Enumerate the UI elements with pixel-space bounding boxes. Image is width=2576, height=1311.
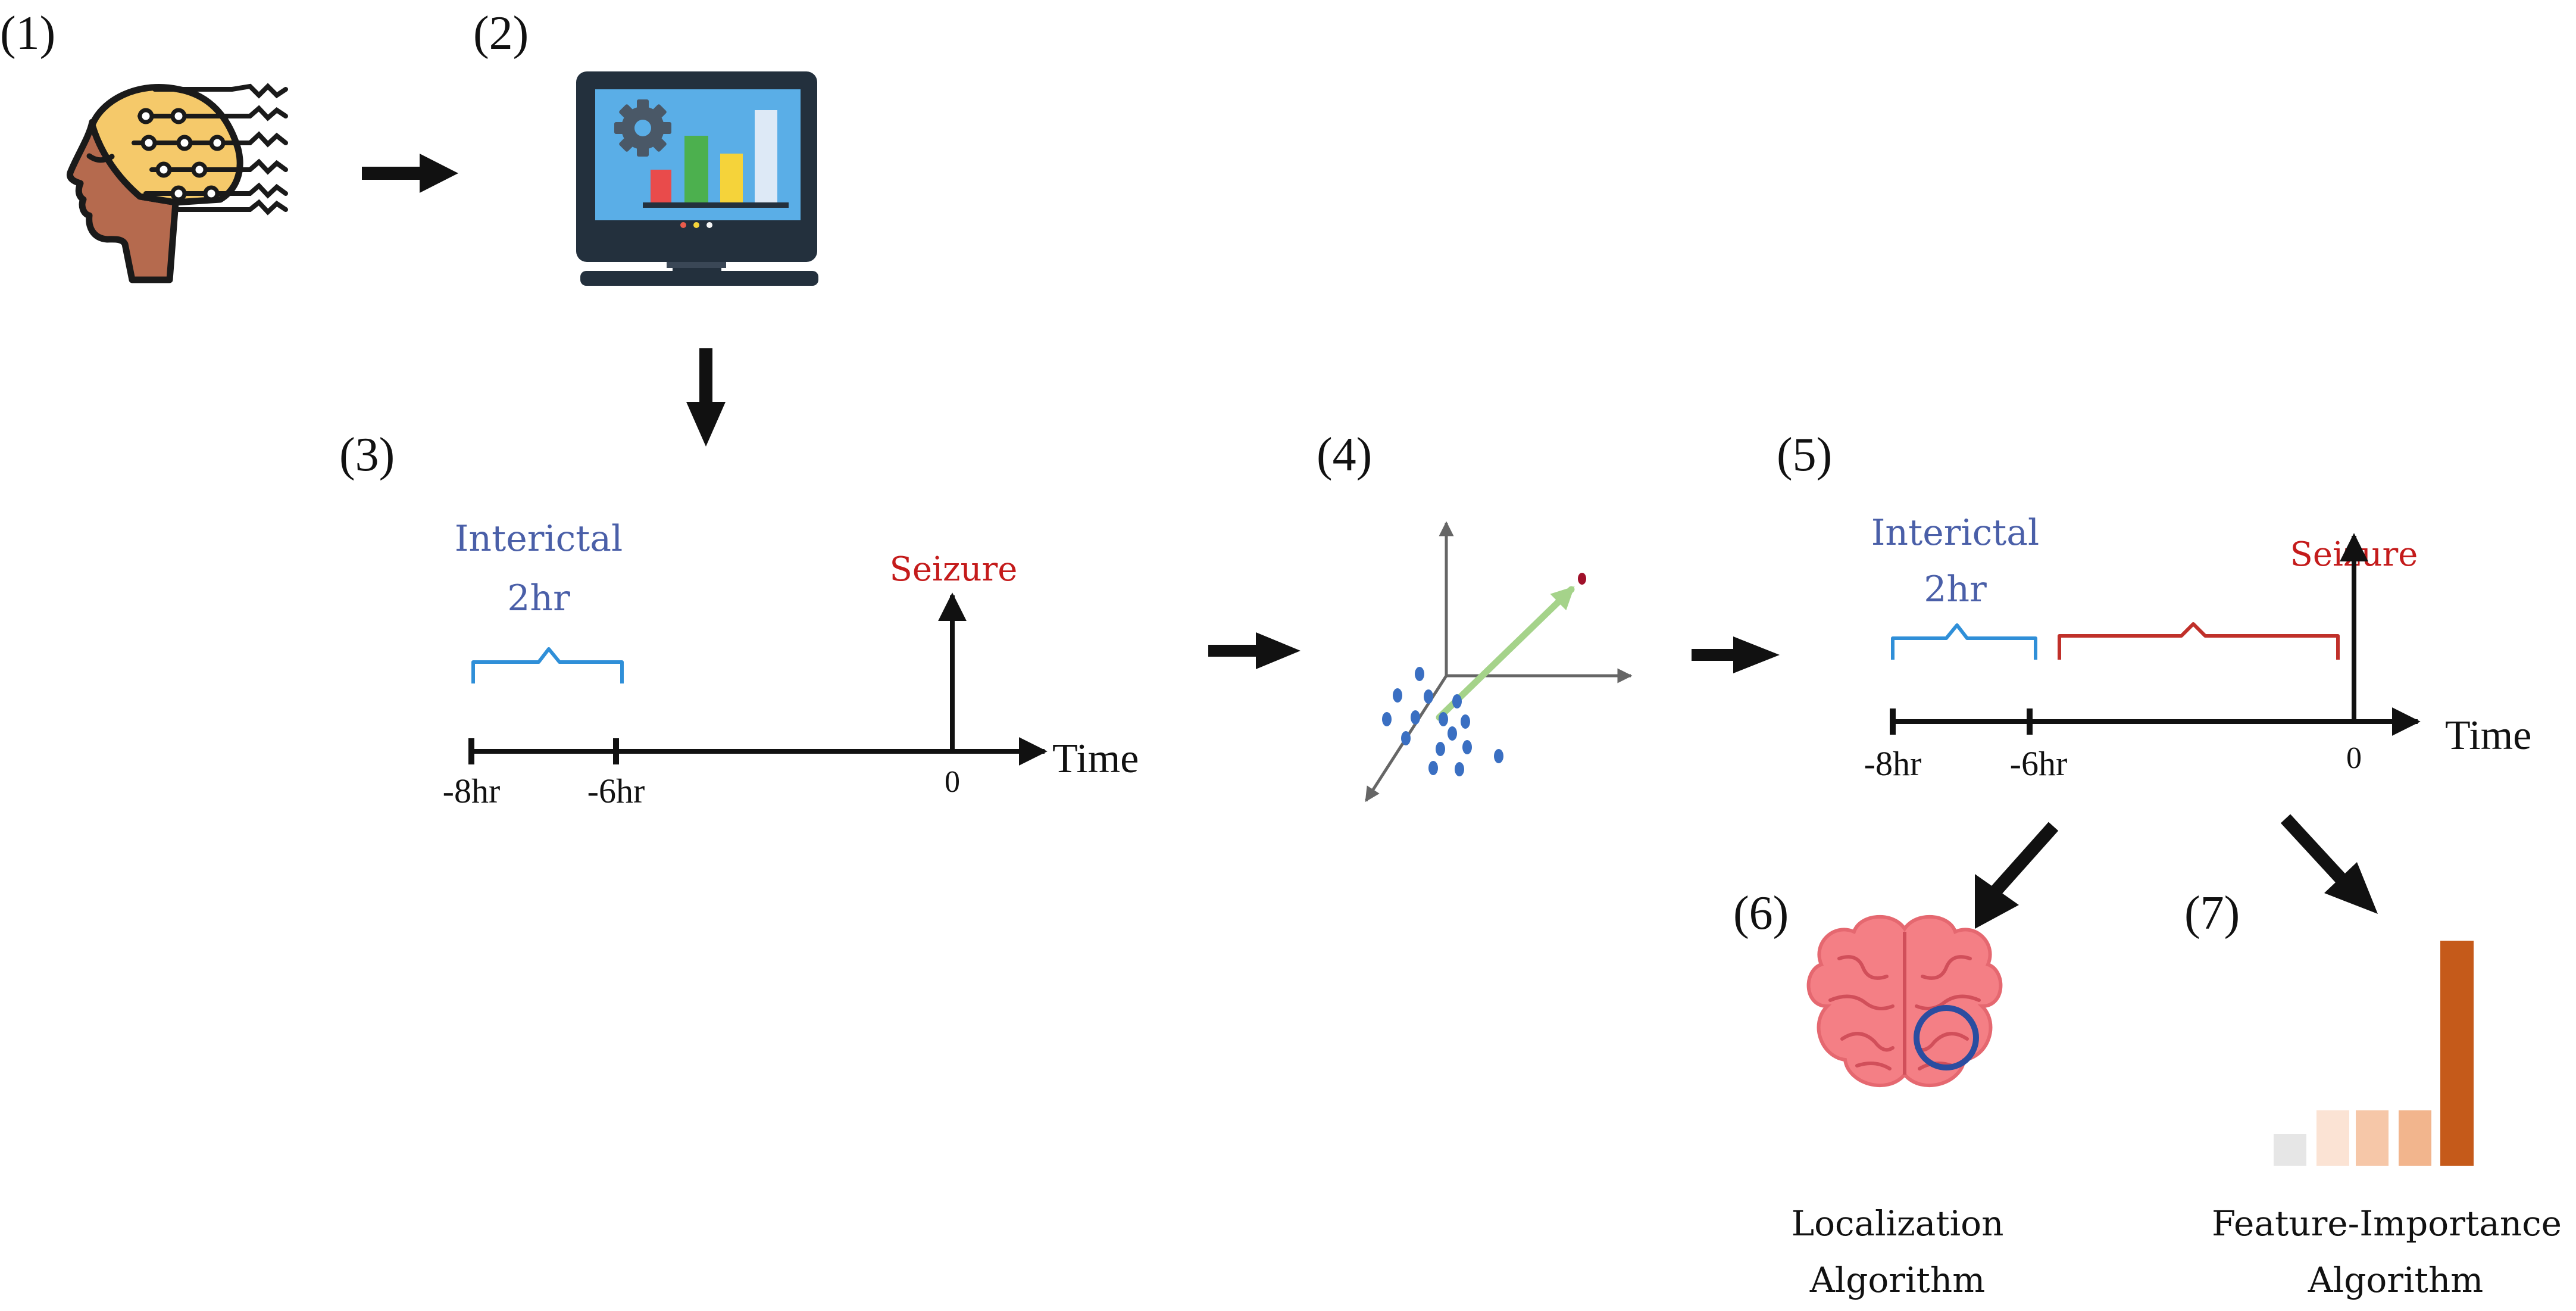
tick-label-zero: 0 bbox=[2346, 741, 2362, 775]
baseline-cluster bbox=[1382, 667, 1503, 776]
interictal-bracket bbox=[471, 647, 624, 683]
feature-bar bbox=[2440, 941, 2474, 1166]
step-1-label: (1) bbox=[0, 7, 55, 60]
tick-label-minus6hr: -6hr bbox=[587, 772, 645, 810]
feature-bar bbox=[2316, 1110, 2349, 1166]
interictal-label: Interictal bbox=[455, 518, 623, 560]
localization-caption-line2: Algorithm bbox=[1809, 1260, 1985, 1300]
step-2-label: (2) bbox=[473, 7, 529, 60]
timeline-panel-3: Interictal 2hr Seizure Time -8hr -6hr 0 bbox=[443, 518, 1139, 810]
step-3-label: (3) bbox=[339, 429, 395, 481]
eeg-head-icon bbox=[67, 83, 288, 283]
interictal-bracket bbox=[1891, 623, 2037, 660]
axis-time-label: Time bbox=[1052, 736, 1139, 782]
feature-bar bbox=[2356, 1110, 2389, 1166]
arrow-step4-to-step5 bbox=[1692, 636, 1780, 673]
arrow-step5-to-step7 bbox=[2280, 814, 2378, 914]
outlier-vector bbox=[1436, 586, 1575, 721]
timeline-panel-5: Interictal 2hr Seizure Time -8hr -6hr 0 bbox=[1864, 512, 2532, 783]
feature-caption-line2: Algorithm bbox=[2308, 1260, 2483, 1300]
localization-circle bbox=[1914, 1005, 1979, 1070]
step-4-label: (4) bbox=[1317, 429, 1372, 481]
arrow-step1-to-step2 bbox=[362, 154, 458, 193]
tick-label-zero: 0 bbox=[945, 765, 960, 799]
tick-label-minus6hr: -6hr bbox=[2010, 744, 2068, 783]
interictal-duration: 2hr bbox=[1924, 569, 1987, 610]
arrow-step5-to-step6 bbox=[1975, 822, 2059, 929]
bar-chart-icon bbox=[2274, 941, 2474, 1166]
preictal-bracket bbox=[2058, 622, 2340, 660]
interictal-duration: 2hr bbox=[507, 578, 570, 619]
feature-bar bbox=[2274, 1134, 2306, 1166]
step-5-label: (5) bbox=[1777, 429, 1832, 481]
interictal-label: Interictal bbox=[1871, 512, 2040, 554]
localization-caption-line1: Localization bbox=[1792, 1203, 2004, 1244]
feature-bar bbox=[2399, 1110, 2431, 1166]
feature-space-plot bbox=[1364, 521, 1633, 803]
tick-label-minus8hr: -8hr bbox=[1864, 744, 1922, 783]
tick-label-minus8hr: -8hr bbox=[443, 772, 501, 810]
axis-time-label: Time bbox=[2445, 713, 2531, 758]
brain-icon bbox=[1806, 915, 2003, 1087]
step-6-label: (6) bbox=[1733, 887, 1789, 939]
seizure-label: Seizure bbox=[890, 550, 1018, 589]
outlier-point bbox=[1578, 573, 1586, 585]
computer-monitor-icon bbox=[576, 71, 818, 286]
gear-icon bbox=[614, 99, 671, 157]
arrow-step3-to-step4 bbox=[1208, 632, 1300, 669]
arrow-step2-to-step3 bbox=[686, 348, 726, 447]
step-7-label: (7) bbox=[2184, 887, 2240, 939]
feature-caption-line1: Feature-Importance bbox=[2212, 1203, 2562, 1244]
